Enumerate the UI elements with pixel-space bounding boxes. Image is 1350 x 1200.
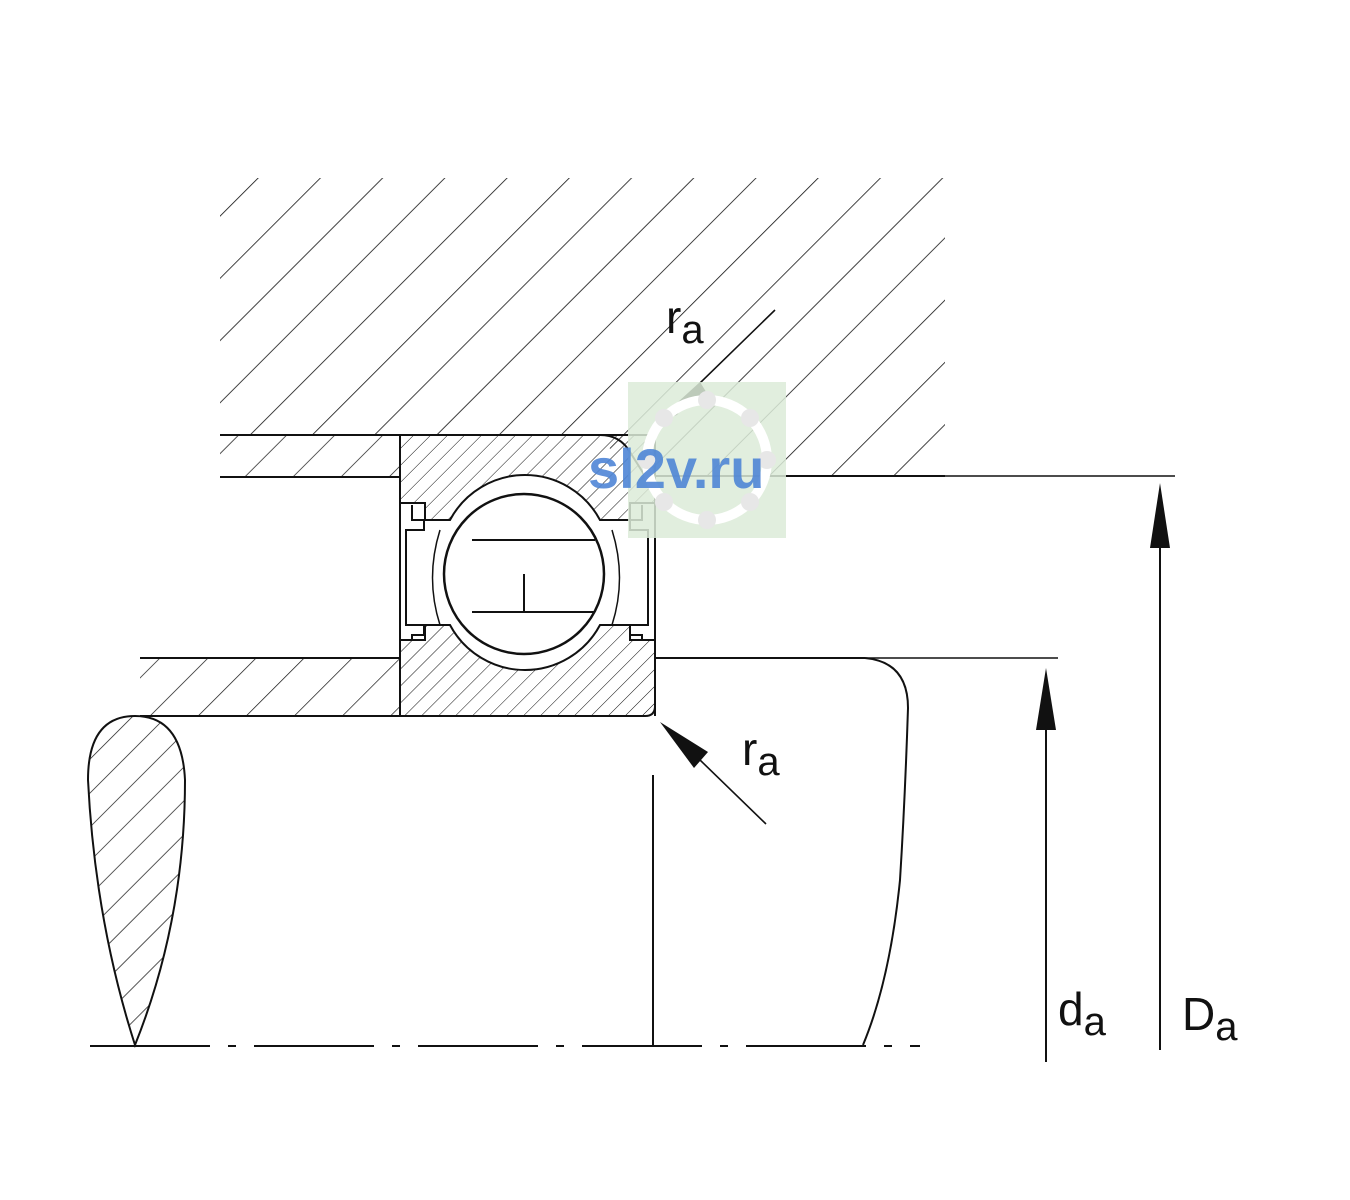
da-label-main: d bbox=[1058, 983, 1084, 1035]
watermark-balls bbox=[638, 391, 776, 529]
shaft-end-section bbox=[86, 714, 187, 1048]
Da-label-main: D bbox=[1182, 988, 1215, 1040]
shaft-shoulder-strip bbox=[140, 657, 400, 717]
da-dimension-arrow bbox=[1036, 668, 1056, 1062]
Da-label: Da bbox=[1182, 988, 1238, 1049]
bearing-outer-ring bbox=[399, 434, 656, 521]
bearing-inner-ring bbox=[399, 624, 656, 717]
ra-bottom-leader bbox=[660, 722, 767, 825]
watermark: sl2v.ru bbox=[588, 382, 786, 538]
ra-bottom-label-main: r bbox=[742, 723, 757, 775]
ra-bottom-label: ra bbox=[742, 723, 780, 784]
ra-top-label-main: r bbox=[666, 291, 681, 343]
bearing-ball bbox=[442, 492, 606, 656]
ra-top-label-sub: a bbox=[681, 308, 704, 352]
da-label: da bbox=[1058, 983, 1107, 1044]
da-label-sub: a bbox=[1084, 1000, 1107, 1044]
outer-spacer-strip bbox=[220, 435, 400, 478]
housing bbox=[220, 178, 945, 477]
ra-top-label: ra bbox=[666, 291, 704, 352]
Da-dimension-arrow bbox=[1150, 483, 1170, 1050]
watermark-text: sl2v.ru bbox=[588, 437, 764, 500]
centerline bbox=[90, 775, 920, 1047]
dimension-lines bbox=[865, 475, 1175, 659]
Da-label-sub: a bbox=[1215, 1005, 1238, 1049]
ra-bottom-label-sub: a bbox=[757, 740, 780, 784]
shaft-contour bbox=[655, 657, 910, 1046]
